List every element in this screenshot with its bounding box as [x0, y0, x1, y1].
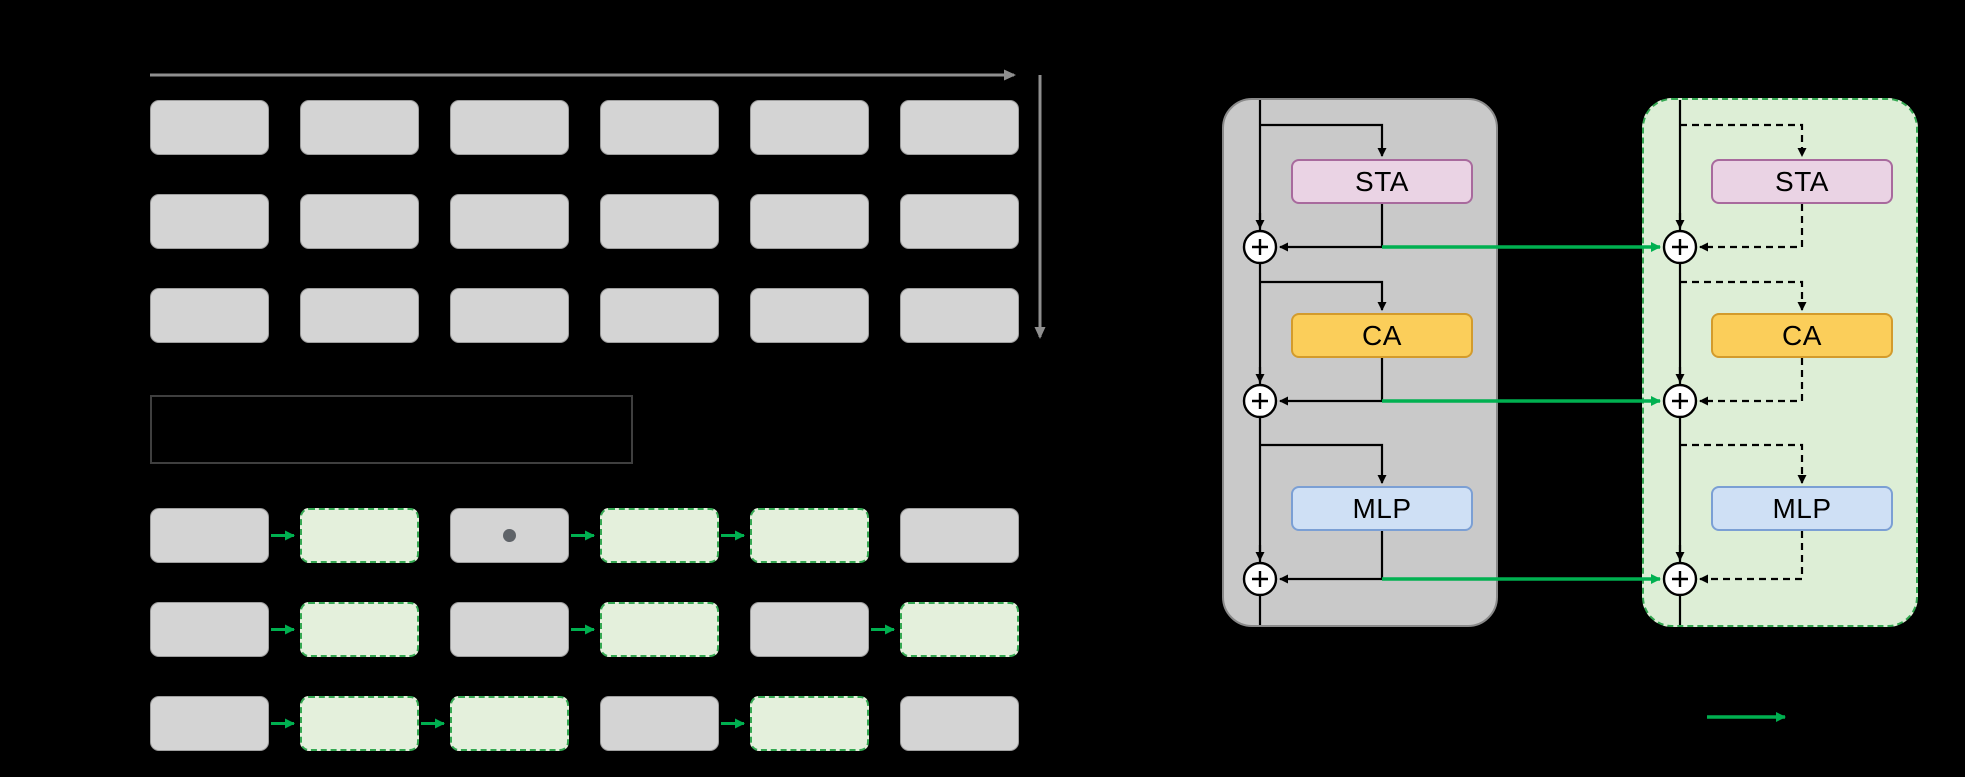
cached-feature-block: [750, 696, 869, 751]
latent-block: [900, 100, 1019, 155]
plus-icon: [1672, 393, 1688, 409]
latent-block: [150, 100, 269, 155]
cached-feature-block: [600, 508, 719, 563]
module-input-arrow: [1260, 443, 1387, 484]
cached-feature-block: [600, 602, 719, 657]
cached-feature-block: [300, 696, 419, 751]
computed-feature-block: [150, 696, 269, 751]
module-input-arrow: [1260, 123, 1387, 157]
module-output-arrow: [1699, 531, 1804, 584]
latent-block: [300, 288, 419, 343]
module-input-arrow: [1680, 443, 1807, 484]
sta-module: STA: [1291, 159, 1473, 204]
caption-box: [150, 395, 633, 464]
module-input-arrow: [1680, 280, 1807, 311]
latent-block: [450, 100, 569, 155]
latent-block: [750, 194, 869, 249]
latent-block: [600, 288, 719, 343]
module-input-arrow: [1260, 280, 1387, 311]
ca-module-cached: CA: [1711, 313, 1893, 358]
plus-icon: [1252, 393, 1268, 409]
latent-block: [600, 194, 719, 249]
ca-module: CA: [1291, 313, 1473, 358]
latent-block: [150, 288, 269, 343]
cached-feature-block: [300, 508, 419, 563]
computed-feature-block: [450, 602, 569, 657]
latent-block: [750, 100, 869, 155]
plus-icon: [1672, 571, 1688, 587]
cached-feature-block: [300, 602, 419, 657]
anchor-dot-icon: [503, 529, 516, 542]
latent-block: [300, 194, 419, 249]
latent-block: [750, 288, 869, 343]
cached-feature-block: [900, 602, 1019, 657]
latent-block: [450, 288, 569, 343]
cached-feature-block: [450, 696, 569, 751]
mlp-module: MLP: [1291, 486, 1473, 531]
computed-feature-block: [900, 696, 1019, 751]
mlp-module-cached: MLP: [1711, 486, 1893, 531]
module-output-arrow: [1279, 204, 1384, 252]
computed-feature-block: [750, 602, 869, 657]
module-input-arrow: [1680, 123, 1807, 157]
cached-feature-block: [750, 508, 869, 563]
computed-feature-block: [150, 602, 269, 657]
computed-feature-block: [600, 696, 719, 751]
latent-block: [900, 194, 1019, 249]
computed-feature-block: [150, 508, 269, 563]
latent-block: [600, 100, 719, 155]
latent-block: [300, 100, 419, 155]
plus-icon: [1252, 571, 1268, 587]
module-output-arrow: [1699, 358, 1804, 406]
computed-feature-block: [900, 508, 1019, 563]
plus-icon: [1252, 239, 1268, 255]
module-output-arrow: [1699, 204, 1804, 252]
module-output-arrow: [1279, 531, 1384, 584]
sta-module-cached: STA: [1711, 159, 1893, 204]
latent-block: [150, 194, 269, 249]
latent-block: [450, 194, 569, 249]
latent-block: [900, 288, 1019, 343]
plus-icon: [1672, 239, 1688, 255]
computed-feature-block: [450, 508, 569, 563]
module-output-arrow: [1279, 358, 1384, 406]
